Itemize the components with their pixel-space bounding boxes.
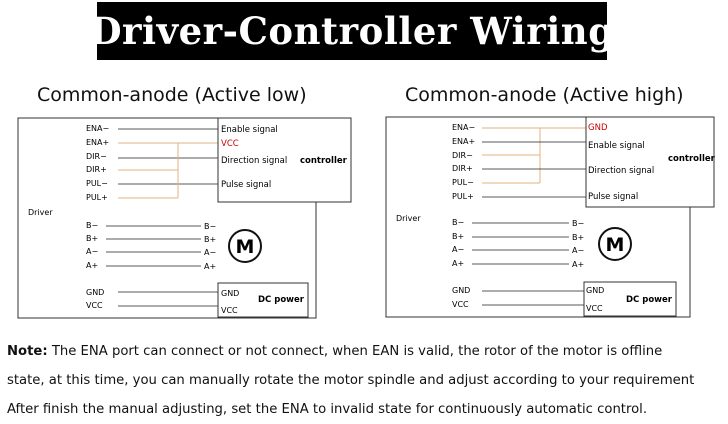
note-line-1: Note: The ENA port can connect or not co…: [7, 337, 725, 366]
pin-b-minus: B−: [452, 218, 464, 227]
pin-pul-plus: PUL+: [86, 193, 108, 202]
power-gnd-label: GND: [221, 289, 239, 298]
page-title: Driver-Controller Wiring: [89, 9, 615, 53]
pin-dir-plus: DIR+: [86, 165, 107, 174]
heading-active-low: Common-anode (Active low): [37, 84, 307, 106]
common-anode-wires: [118, 142, 218, 199]
title-banner: Driver-Controller Wiring: [89, 2, 614, 60]
pin-gnd: GND: [452, 286, 470, 295]
signal-wires: [118, 128, 218, 185]
note-line-2: state, at this time, you can manually ro…: [7, 373, 695, 388]
pin-vcc: VCC: [86, 301, 103, 310]
dc-power-box: [217, 282, 309, 318]
pin-pul-minus: PUL−: [452, 178, 474, 187]
pin-a-plus: A+: [452, 259, 464, 268]
driver-label: Driver: [396, 214, 421, 223]
power-wires: [118, 291, 218, 307]
controller-signal-enable: Enable signal: [588, 141, 645, 151]
motor-icon: M: [598, 227, 632, 261]
pin-dir-plus: DIR+: [452, 164, 473, 173]
pin-vcc: VCC: [452, 300, 469, 309]
pin-ena-minus: ENA−: [452, 123, 475, 132]
controller-signal-enable: Enable signal: [221, 125, 278, 135]
pin-ena-plus: ENA+: [86, 138, 109, 147]
motor-wires: [472, 222, 569, 265]
controller-signal-pulse: Pulse signal: [588, 192, 638, 202]
dc-power-box: [583, 281, 677, 317]
driver-label: Driver: [28, 208, 53, 217]
motor-pin-a-minus: A−: [572, 246, 584, 255]
controller-signal-gnd: GND: [588, 123, 608, 133]
motor-pin-b-plus: B+: [572, 233, 584, 242]
power-wires: [482, 290, 584, 306]
motor-symbol: M: [236, 236, 255, 258]
dc-power-label: DC power: [258, 295, 305, 305]
pin-pul-plus: PUL+: [452, 192, 474, 201]
controller-signal-vcc: VCC: [221, 139, 239, 149]
power-gnd-label: GND: [586, 286, 604, 295]
pin-gnd: GND: [86, 288, 104, 297]
pin-dir-minus: DIR−: [452, 151, 473, 160]
motor-icon: M: [228, 229, 262, 263]
motor-pin-a-plus: A+: [204, 262, 216, 271]
pin-a-minus: A−: [86, 247, 98, 256]
controller-signal-pulse: Pulse signal: [221, 180, 271, 190]
pin-b-minus: B−: [86, 221, 98, 230]
pin-a-minus: A−: [452, 245, 464, 254]
pin-ena-plus: ENA+: [452, 137, 475, 146]
driver-box: [17, 117, 317, 319]
note-line-3: After finish the manual adjusting, set t…: [7, 402, 648, 417]
heading-active-high: Common-anode (Active high): [405, 84, 684, 106]
wiring-diagram-active-high: Driver ENA− ENA+ DIR− DIR+ PUL− PUL+ GND…: [385, 116, 716, 318]
pin-ena-minus: ENA−: [86, 124, 109, 133]
motor-pin-b-minus: B−: [204, 222, 216, 231]
power-vcc-label: VCC: [221, 306, 238, 315]
wiring-diagram-active-low: Driver ENA− ENA+ DIR− DIR+ PUL− PUL+ Ena…: [17, 117, 352, 319]
controller-signal-direction: Direction signal: [588, 166, 654, 176]
note-label: Note:: [7, 344, 48, 359]
pin-dir-minus: DIR−: [86, 152, 107, 161]
signal-wires: [482, 141, 586, 198]
note-paragraph: Note: The ENA port can connect or not co…: [7, 337, 725, 424]
controller-signal-direction: Direction signal: [221, 156, 287, 166]
motor-pin-a-plus: A+: [572, 260, 584, 269]
controller-label: controller: [300, 156, 348, 166]
pin-a-plus: A+: [86, 261, 98, 270]
common-cathode-wires: [482, 127, 586, 184]
controller-box: [585, 116, 715, 208]
controller-box: [217, 117, 352, 203]
motor-symbol: M: [606, 234, 625, 256]
motor-pin-b-minus: B−: [572, 219, 584, 228]
pin-pul-minus: PUL−: [86, 179, 108, 188]
dc-power-label: DC power: [626, 295, 673, 305]
motor-wires: [106, 225, 201, 267]
motor-pin-b-plus: B+: [204, 235, 216, 244]
note-line-1-text: The ENA port can connect or not connect,…: [47, 344, 663, 359]
power-vcc-label: VCC: [586, 304, 603, 313]
driver-box: [385, 116, 691, 318]
controller-label: controller: [668, 154, 716, 164]
motor-pin-a-minus: A−: [204, 248, 216, 257]
pin-b-plus: B+: [86, 234, 98, 243]
pin-b-plus: B+: [452, 232, 464, 241]
